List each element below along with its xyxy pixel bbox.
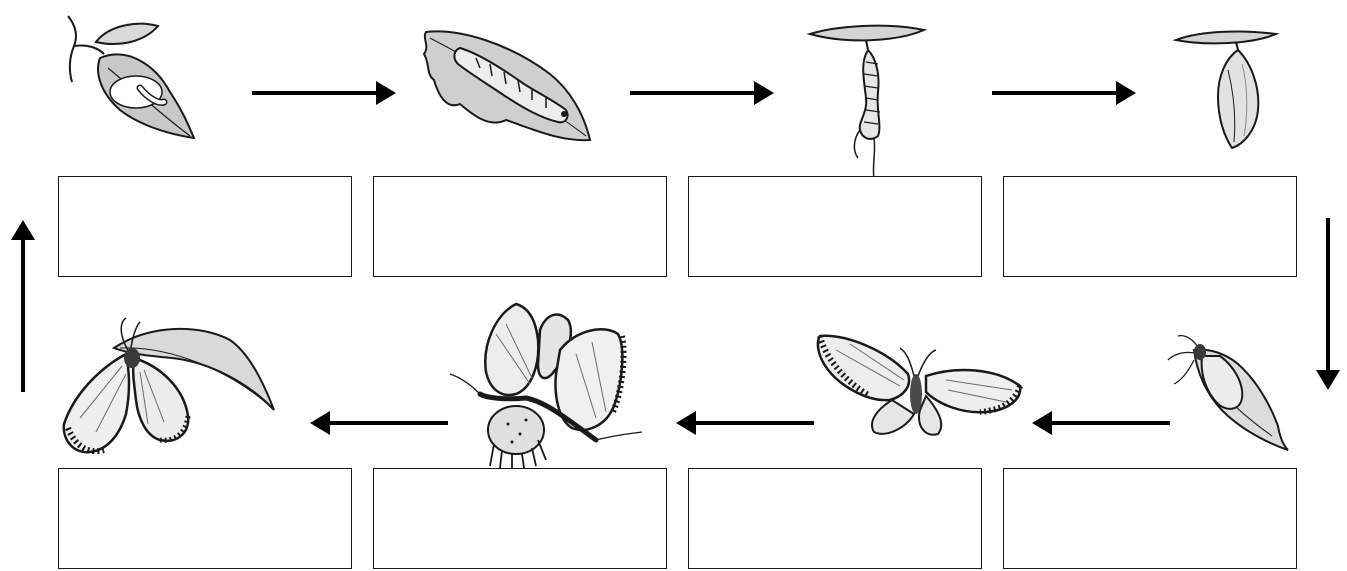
arrow-right-icon	[630, 78, 776, 108]
flying-butterfly-icon	[816, 330, 1026, 440]
answer-box-8[interactable]	[58, 468, 352, 569]
answer-text	[374, 469, 666, 485]
answer-text	[374, 177, 666, 193]
egg-laying-butterfly-icon	[60, 314, 280, 464]
answer-text	[59, 469, 351, 485]
arrow-down-icon	[1313, 218, 1343, 392]
answer-box-6[interactable]	[688, 468, 982, 569]
arrow-left-icon	[1030, 408, 1170, 438]
mating-butterflies-icon	[446, 294, 646, 468]
arrow-left-icon	[308, 408, 448, 438]
answer-box-5[interactable]	[1003, 468, 1297, 569]
answer-box-7[interactable]	[373, 468, 667, 569]
egg-on-leaf-icon	[38, 6, 208, 144]
answer-box-1[interactable]	[58, 176, 352, 277]
caterpillar-on-leaf-icon	[420, 24, 596, 152]
answer-text	[1004, 177, 1296, 193]
chrysalis-icon	[1172, 24, 1282, 154]
answer-box-4[interactable]	[1003, 176, 1297, 277]
arrow-left-icon	[674, 408, 814, 438]
answer-box-2[interactable]	[373, 176, 667, 277]
arrow-right-icon	[992, 78, 1138, 108]
hanging-caterpillar-icon	[806, 18, 936, 184]
arrow-right-icon	[252, 78, 398, 108]
answer-text	[689, 177, 981, 193]
arrow-up-icon	[8, 218, 38, 392]
answer-text	[1004, 469, 1296, 485]
emerging-butterfly-icon	[1160, 328, 1292, 452]
answer-text	[689, 469, 981, 485]
answer-box-3[interactable]	[688, 176, 982, 277]
answer-text	[59, 177, 351, 193]
